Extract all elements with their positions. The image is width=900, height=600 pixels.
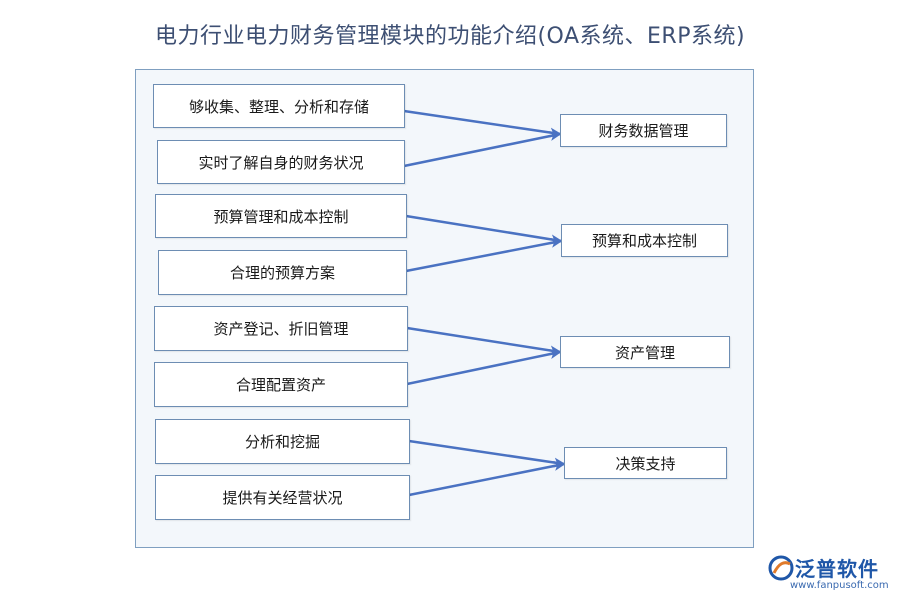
target-box: 财务数据管理 (560, 114, 727, 147)
logo-url: www.fanpusoft.com (790, 580, 889, 591)
arrow-4a (408, 439, 566, 468)
target-box: 决策支持 (564, 447, 727, 479)
source-box: 分析和挖掘 (155, 419, 410, 464)
source-box: 够收集、整理、分析和存储 (153, 84, 405, 128)
arrow-4b (408, 461, 566, 497)
arrow-3b (406, 349, 562, 386)
source-box: 提供有关经营状况 (155, 475, 410, 520)
fanpu-logo-icon (768, 555, 794, 581)
source-box: 预算管理和成本控制 (155, 194, 407, 238)
arrow-2b (405, 237, 563, 273)
arrow-1b (403, 131, 562, 168)
target-box: 资产管理 (560, 336, 730, 368)
logo-name: 泛普软件 (795, 557, 879, 581)
source-box: 资产登记、折旧管理 (154, 306, 408, 351)
page-title: 电力行业电力财务管理模块的功能介绍(OA系统、ERP系统) (154, 24, 746, 49)
target-box: 预算和成本控制 (561, 224, 728, 257)
arrow-2a (405, 214, 563, 245)
source-box: 实时了解自身的财务状况 (157, 140, 405, 184)
arrow-3a (406, 326, 562, 356)
source-box: 合理的预算方案 (158, 250, 407, 295)
arrow-1a (403, 109, 562, 138)
source-box: 合理配置资产 (154, 362, 408, 407)
